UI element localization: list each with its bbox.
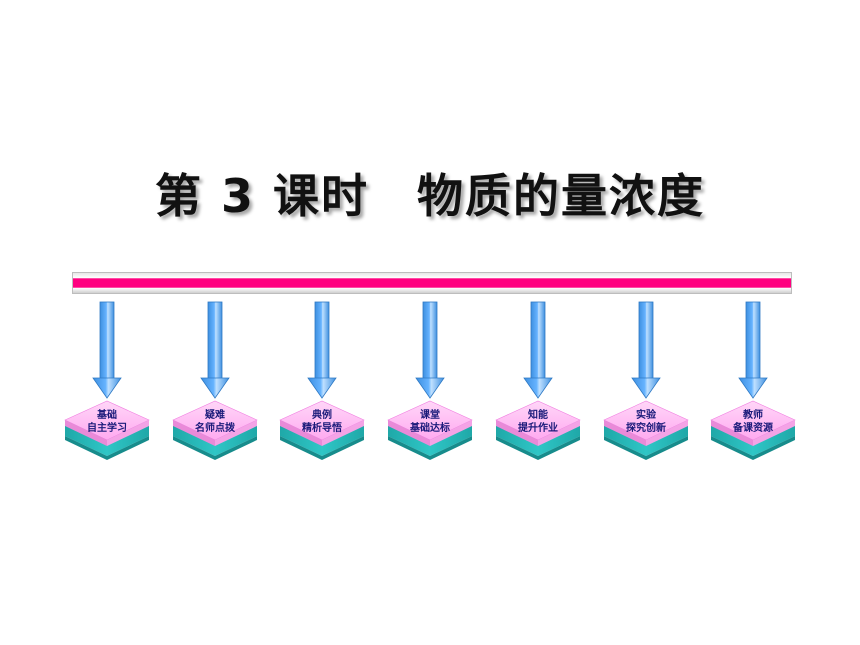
nav-label-line2: 基础达标 (410, 423, 450, 434)
nav-label-line2: 精析导悟 (302, 423, 342, 434)
nav-button-ketang-jichu-dabiao[interactable]: 课堂 基础达标 (380, 300, 480, 480)
arrow-down-tile-icon (64, 301, 150, 460)
nav-button-jichu-zizhu-xuexi[interactable]: 基础 自主学习 (57, 300, 157, 480)
arrow-down-tile-icon (387, 301, 473, 460)
arrow-down-tile-icon (172, 301, 258, 460)
nav-label-line1: 教师 (743, 410, 763, 421)
nav-label-line1: 疑难 (205, 410, 225, 421)
nav-button-yinan-mingshi-dianba[interactable]: 疑难 名师点拨 (165, 300, 265, 480)
nav-label-line2: 提升作业 (518, 423, 558, 434)
nav-button-shiyan-tanjiu-chuangxin[interactable]: 实验 探究创新 (596, 300, 696, 480)
title-lesson: 第 3 课时 (154, 169, 370, 223)
page-title: 第 3 课时物质的量浓度 (0, 160, 860, 226)
arrow-down-tile-icon (603, 301, 689, 460)
arrow-down-tile-icon (710, 301, 796, 460)
arrow-down-tile-icon (495, 301, 581, 460)
pink-divider-bar (72, 272, 792, 294)
nav-label-line1: 知能 (528, 410, 548, 421)
nav-label-line2: 名师点拨 (195, 423, 235, 434)
nav-label-line1: 课堂 (420, 410, 440, 421)
nav-label-line1: 实验 (636, 410, 656, 421)
arrow-down-tile-icon (279, 301, 365, 460)
nav-button-jiaoshi-beike-ziyuan[interactable]: 教师 备课资源 (703, 300, 803, 480)
nav-label-line2: 备课资源 (733, 423, 773, 434)
nav-label-line1: 典例 (312, 410, 332, 421)
nav-button-dianli-jingxi-daowu[interactable]: 典例 精析导悟 (272, 300, 372, 480)
nav-label-line1: 基础 (97, 410, 117, 421)
nav-label-line2: 探究创新 (626, 423, 666, 434)
title-topic: 物质的量浓度 (417, 169, 706, 223)
nav-label-line2: 自主学习 (87, 423, 127, 434)
nav-button-zhineng-tisheng-zuoye[interactable]: 知能 提升作业 (488, 300, 588, 480)
